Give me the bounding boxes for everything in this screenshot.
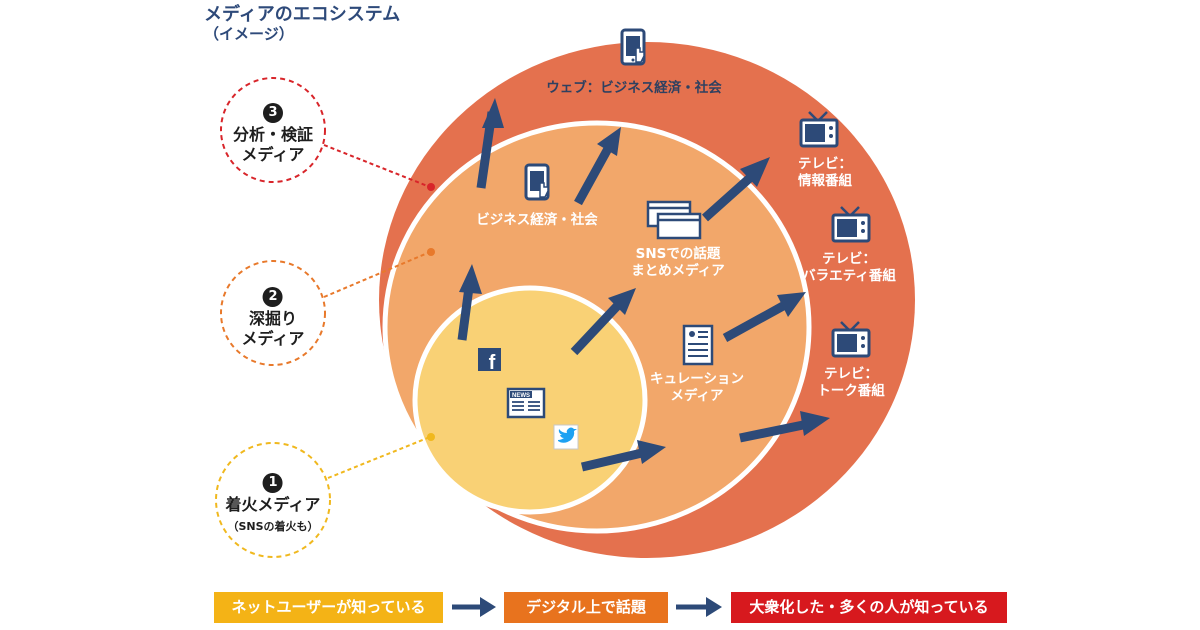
arrow-3 [702, 172, 755, 222]
tv-icon-3 [831, 321, 871, 358]
label-curation: キュレーション メディア [650, 371, 744, 405]
label-tv-variety: テレビ： バラエティ番組 [802, 251, 896, 285]
arrow-2 [574, 142, 614, 206]
label-sns-topic-line1: SNSでの話題 [635, 246, 721, 262]
arrow-7 [570, 299, 624, 356]
side-label-1-line1: 着火メディア [225, 495, 321, 514]
side-ring-3 [220, 77, 326, 183]
svg-text:f: f [489, 352, 496, 374]
label-curation-line2: メディア [670, 388, 724, 404]
label-tv-info: テレビ： 情報番組 [798, 156, 852, 190]
label-tv-variety-line2: バラエティ番組 [802, 268, 896, 284]
label-web-business: ウェブ：ビジネス経済・社会 [546, 80, 722, 96]
connector-2 [323, 251, 431, 298]
arrow-7-head [608, 288, 636, 315]
chat-windows-icon [646, 200, 702, 240]
document-icon [682, 324, 714, 366]
side-ring-1 [215, 442, 331, 558]
label-curation-line1: キュレーション [650, 371, 744, 387]
side-label-2-line2: メディア [241, 329, 305, 348]
arrow-8 [580, 447, 648, 472]
arrow-1-head [482, 98, 504, 128]
facebook-icon: f [478, 348, 501, 374]
label-sns-topic: SNSでの話題 まとめメディア [631, 246, 725, 280]
connector-dot-1 [427, 433, 435, 441]
label-tv-talk-line2: トーク番組 [817, 383, 885, 399]
side-label-3-line2: メディア [241, 145, 305, 164]
side-label-analysis: 3 分析・検証 メディア [233, 101, 313, 165]
newspaper-icon: NEWS [506, 387, 546, 419]
flow-bar-mass-awareness: 大衆化した・多くの人が知っている [731, 592, 1007, 623]
arrow-6-head [459, 264, 482, 294]
page-title: メディアのエコシステム [204, 4, 401, 25]
side-label-1-note: （SNSの着火も） [227, 520, 319, 533]
connector-3 [323, 144, 431, 188]
number-badge-2: 2 [262, 287, 283, 307]
tablet-icon-2 [524, 163, 550, 201]
news-icon-text: NEWS [512, 393, 530, 399]
tv-icon-2 [831, 206, 871, 243]
arrow-5 [739, 419, 809, 443]
arrow-3-head [740, 157, 770, 187]
arrow-4 [722, 302, 786, 342]
page-subtitle: （イメージ） [204, 25, 294, 43]
side-label-deepdive: 2 深掘り メディア [241, 285, 305, 349]
connector-dot-3 [427, 183, 435, 191]
side-label-ignition: 1 着火メディア （SNSの着火も） [225, 471, 321, 535]
flow-bar-net-users: ネットユーザーが知っている [214, 592, 443, 623]
label-sns-topic-line2: まとめメディア [631, 263, 725, 279]
arrow-4-head [777, 292, 806, 317]
flow-arrow-2 [676, 597, 722, 617]
label-tv-info-line2: 情報番組 [798, 173, 852, 189]
number-badge-3: 3 [262, 103, 283, 123]
label-tv-talk-line1: テレビ： [824, 366, 878, 382]
tv-icon [799, 111, 839, 148]
arrow-8-head [637, 440, 666, 464]
label-tv-info-line1: テレビ： [798, 156, 852, 172]
arrow-5-head [800, 411, 830, 436]
flow-arrow-1 [452, 597, 496, 617]
side-label-3-line1: 分析・検証 [232, 125, 314, 144]
side-label-2-line1: 深掘り [248, 309, 298, 328]
connector-1 [327, 436, 431, 479]
arrow-2-head [597, 127, 621, 156]
tablet-icon [620, 28, 646, 66]
side-ring-2 [220, 260, 326, 366]
label-business: ビジネス経済・社会 [476, 212, 598, 228]
number-badge-1: 1 [262, 473, 283, 493]
label-tv-talk: テレビ： トーク番組 [817, 366, 885, 400]
flow-bar-digital-topic: デジタル上で話題 [504, 592, 668, 623]
connector-dot-2 [427, 248, 435, 256]
label-tv-variety-line1: テレビ： [821, 251, 876, 267]
twitter-icon [553, 424, 579, 450]
